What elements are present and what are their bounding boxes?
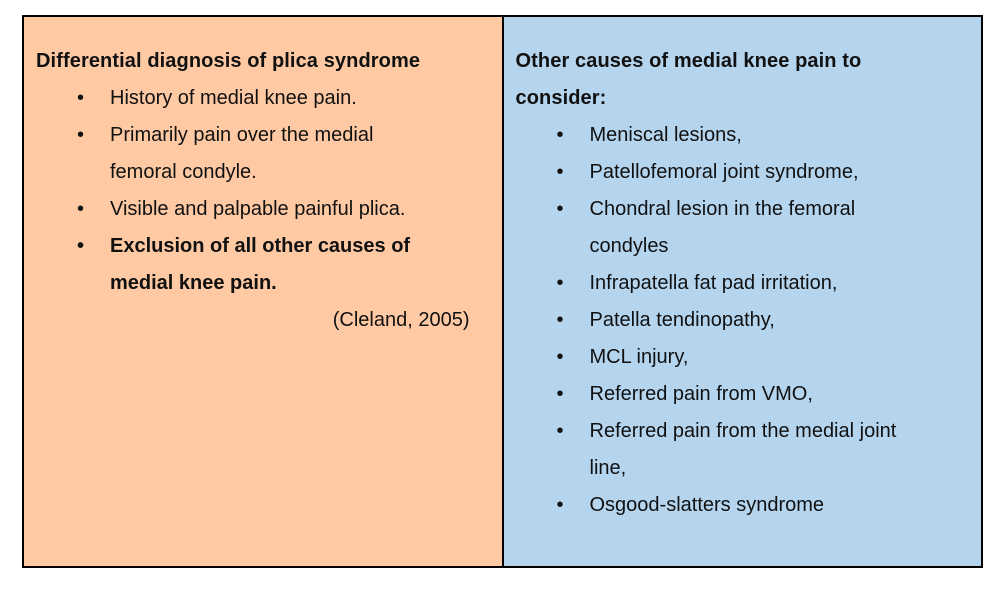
left-cell-plica-diagnosis: Differential diagnosis of plica syndrome…	[24, 17, 504, 566]
bullet-icon: •	[77, 87, 85, 109]
bullet-text: Osgood-slatters syndrome	[589, 494, 825, 516]
bullet-icon: •	[77, 235, 85, 257]
bullet-item: • History of medial knee pain.	[36, 80, 488, 117]
bullet-text: Patellofemoral joint syndrome,	[589, 161, 859, 183]
bullet-icon: •	[556, 309, 564, 331]
bullet-icon: •	[556, 161, 564, 183]
right-cell-title: Other causes of medial knee pain to cons…	[515, 50, 862, 109]
bullet-text: Primarily pain over the medial femoral c…	[110, 124, 374, 183]
two-column-table: Differential diagnosis of plica syndrome…	[22, 15, 983, 568]
bullet-text: Infrapatella fat pad irritation,	[589, 272, 838, 294]
bullet-item: • Patellofemoral joint syndrome,	[516, 154, 968, 191]
bullet-item: • Referred pain from the medial joint lin…	[516, 413, 968, 487]
citation-text: (Cleland, 2005)	[332, 309, 470, 331]
bullet-icon: •	[556, 124, 564, 146]
bullet-icon: •	[556, 420, 564, 442]
bullet-text: Referred pain from VMO,	[589, 383, 813, 405]
bullet-text: MCL injury,	[589, 346, 689, 368]
bullet-icon: •	[556, 494, 564, 516]
bullet-icon: •	[77, 124, 85, 146]
left-cell-title: Differential diagnosis of plica syndrome	[36, 50, 421, 72]
bullet-icon: •	[77, 198, 85, 220]
bullet-text: Visible and palpable painful plica.	[110, 198, 406, 220]
bullet-item: • Osgood-slatters syndrome	[516, 487, 968, 524]
bullet-item: • Exclusion of all other causes of medial…	[36, 228, 488, 302]
bullet-item: • Referred pain from VMO,	[516, 376, 968, 413]
bullet-item: • Visible and palpable painful plica.	[36, 191, 488, 228]
bullet-item: • Primarily pain over the medial femoral …	[36, 117, 488, 191]
bullet-icon: •	[556, 272, 564, 294]
right-cell-other-causes: Other causes of medial knee pain to cons…	[503, 17, 981, 566]
bullet-text: Referred pain from the medial joint line…	[589, 420, 897, 479]
right-bullet-list: • Meniscal lesions, • Patellofemoral joint …	[516, 117, 968, 524]
bullet-item: • Patella tendinopathy,	[516, 302, 968, 339]
bullet-item: • Meniscal lesions,	[516, 117, 968, 154]
bullet-text: History of medial knee pain.	[110, 87, 357, 109]
bullet-icon: •	[556, 383, 564, 405]
bullet-item: • Chondral lesion in the femoral condyles	[516, 191, 968, 265]
bullet-item: • MCL injury,	[516, 339, 968, 376]
bullet-icon: •	[556, 346, 564, 368]
bullet-text: Patella tendinopathy,	[589, 309, 775, 331]
left-bullet-list: • History of medial knee pain. • Primarily …	[36, 80, 488, 302]
bullet-text: Exclusion of all other causes of medial …	[110, 235, 411, 294]
bullet-icon: •	[556, 198, 564, 220]
bullet-text: Meniscal lesions,	[589, 124, 742, 146]
bullet-item: • Infrapatella fat pad irritation,	[516, 265, 968, 302]
bullet-text: Chondral lesion in the femoral condyles	[589, 198, 856, 257]
